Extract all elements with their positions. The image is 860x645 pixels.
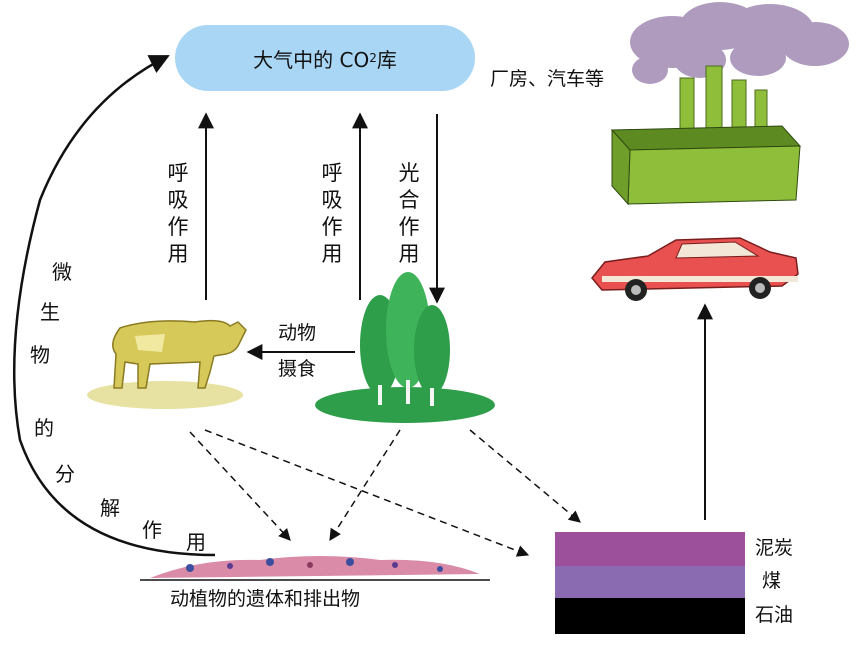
respiration-plant-label: 呼吸作用 xyxy=(321,161,343,266)
peat-label: 泥炭 xyxy=(755,537,794,559)
factory-car-label: 厂房、汽车等 xyxy=(490,68,605,90)
car-icon xyxy=(591,237,799,301)
respiration-animal-label: 呼吸作用 xyxy=(167,161,189,266)
cow-icon xyxy=(87,319,247,409)
decomposition-char: 生 xyxy=(40,300,60,324)
photosynthesis-label: 光合作用 xyxy=(398,161,420,266)
decomposition-char: 分 xyxy=(55,462,75,486)
cow-to-fossil-arrow xyxy=(204,429,530,557)
animal-feeding-label-line2: 摄食 xyxy=(278,358,317,380)
trees-to-fossil-arrow xyxy=(469,429,581,523)
decomposition-char: 作 xyxy=(142,518,162,542)
co2-label-subscript: 2 xyxy=(369,51,377,65)
remains-icon xyxy=(150,556,480,578)
decomposition-char: 的 xyxy=(34,416,54,440)
decomposition-char: 物 xyxy=(30,343,50,367)
remains-label: 动植物的遗体和排出物 xyxy=(170,588,361,610)
decomposition-char: 用 xyxy=(186,530,206,554)
decomposition-char: 解 xyxy=(100,496,120,520)
trees-to-remains-arrow xyxy=(329,429,401,542)
coal-label: 煤 xyxy=(762,570,782,592)
smoke-icon xyxy=(630,2,849,84)
factory-icon xyxy=(610,65,802,206)
peat-layer xyxy=(555,532,745,566)
cow-to-remains-arrow xyxy=(189,431,291,541)
co2-reservoir-box xyxy=(175,25,475,91)
decomposition-arrow xyxy=(12,54,216,557)
co2-label-suffix: 库 xyxy=(376,47,397,72)
animal-feeding-label-line1: 动物 xyxy=(278,322,317,344)
coal-layer xyxy=(555,566,745,598)
co2-label-prefix: 大气中的 CO xyxy=(253,47,370,72)
decomposition-char: 微 xyxy=(52,260,72,284)
trees-icon xyxy=(315,272,495,423)
oil-layer xyxy=(555,598,745,634)
oil-label: 石油 xyxy=(755,604,794,626)
